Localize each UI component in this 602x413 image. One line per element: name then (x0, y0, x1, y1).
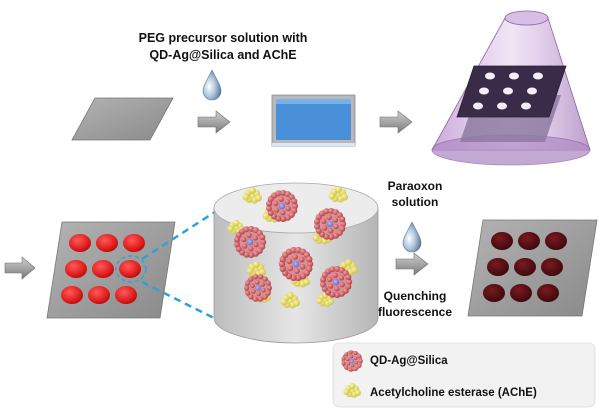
droplet-icon (202, 69, 222, 101)
fluorescent-well (61, 234, 145, 304)
qd-ag-silica-particle (320, 265, 353, 299)
ache-protein (316, 291, 334, 307)
precursor-title-line1: PEG precursor solution with (138, 31, 308, 45)
process-arrow (379, 110, 413, 134)
blank-substrate (71, 97, 174, 141)
paraoxon-label-line2: solution (391, 195, 439, 209)
legend-box (332, 342, 596, 408)
zoom-highlight-circle (115, 255, 147, 283)
fluorescent-array (46, 221, 176, 319)
process-arrow (395, 252, 429, 276)
ache-protein (338, 259, 358, 276)
ache-protein-icon (343, 382, 361, 398)
precursor-title-line2: QD-Ag@Silica and AChE (149, 48, 297, 62)
qd-ag-silica-particle (266, 189, 299, 223)
qd-ag-silica-particle (314, 207, 347, 241)
ache-protein (343, 382, 361, 398)
process-arrow (4, 256, 36, 280)
quenched-array (467, 219, 598, 317)
droplet-icon (402, 221, 422, 253)
zoom-line-top (141, 190, 247, 261)
legend-ache-label: Acetylcholine esterase (AChE) (370, 387, 537, 399)
ache-protein (242, 187, 262, 204)
paraoxon-label-line1: Paraoxon (387, 179, 443, 193)
coated-substrate (271, 94, 356, 147)
legend-qd-label: QD-Ag@Silica (370, 355, 448, 367)
qd-ag-silica-particle (278, 246, 314, 282)
ache-protein (280, 292, 300, 309)
process-arrow (197, 110, 231, 134)
qd-ag-silica-particle (234, 225, 267, 259)
uv-exposure-cone (431, 10, 591, 166)
particle-cluster (227, 186, 358, 309)
quenching-label-line2: fluorescence (377, 305, 453, 319)
quenched-well (483, 232, 567, 302)
quenching-label-line1: Quenching (383, 289, 447, 303)
qd-ag-silica-particle (243, 274, 273, 302)
qd-ag-silica-icon (341, 350, 363, 372)
ache-protein (328, 186, 348, 203)
qd-ag-silica-particle (341, 350, 363, 372)
